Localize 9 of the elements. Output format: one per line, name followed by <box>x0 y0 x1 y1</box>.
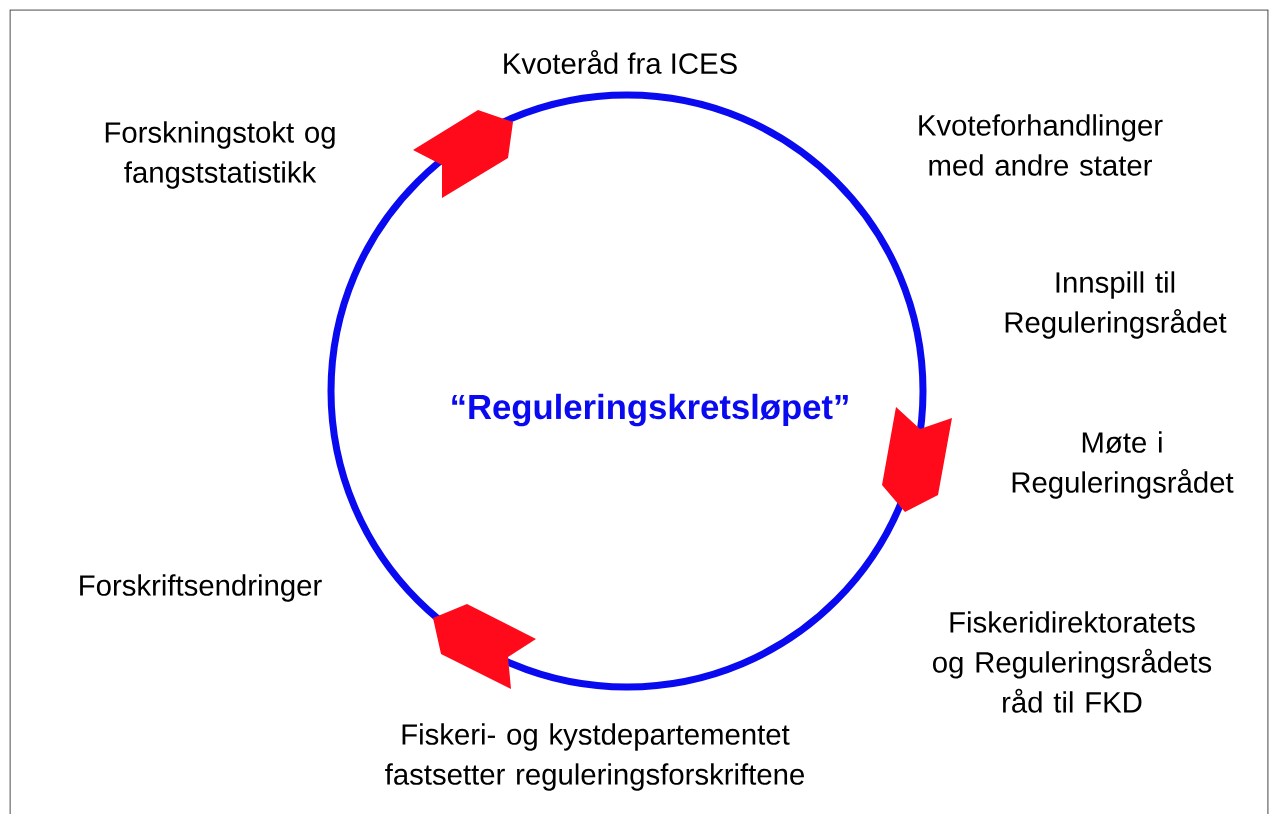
step-label: Forskriftsendringer <box>80 574 322 602</box>
cycle-title: “Reguleringskretsløpet” <box>452 393 848 427</box>
step-label: Fiskeri- og kystdepartementet fastsetter reguleringsforskriftene <box>385 723 804 791</box>
step-label: Forskningstokt og fangststatistikk <box>105 121 335 189</box>
step-label: Møte i Reguleringsrådet <box>1012 431 1234 499</box>
step-label: Kvoteforhandlinger med andre stater <box>919 114 1163 176</box>
step-label: Innspill til Reguleringsrådet <box>1005 271 1227 339</box>
step-label: Kvoteråd fra ICES <box>504 50 737 74</box>
step-label: Fiskeridirektoratets og Reguleringsrådets råd til FKD <box>933 611 1212 713</box>
